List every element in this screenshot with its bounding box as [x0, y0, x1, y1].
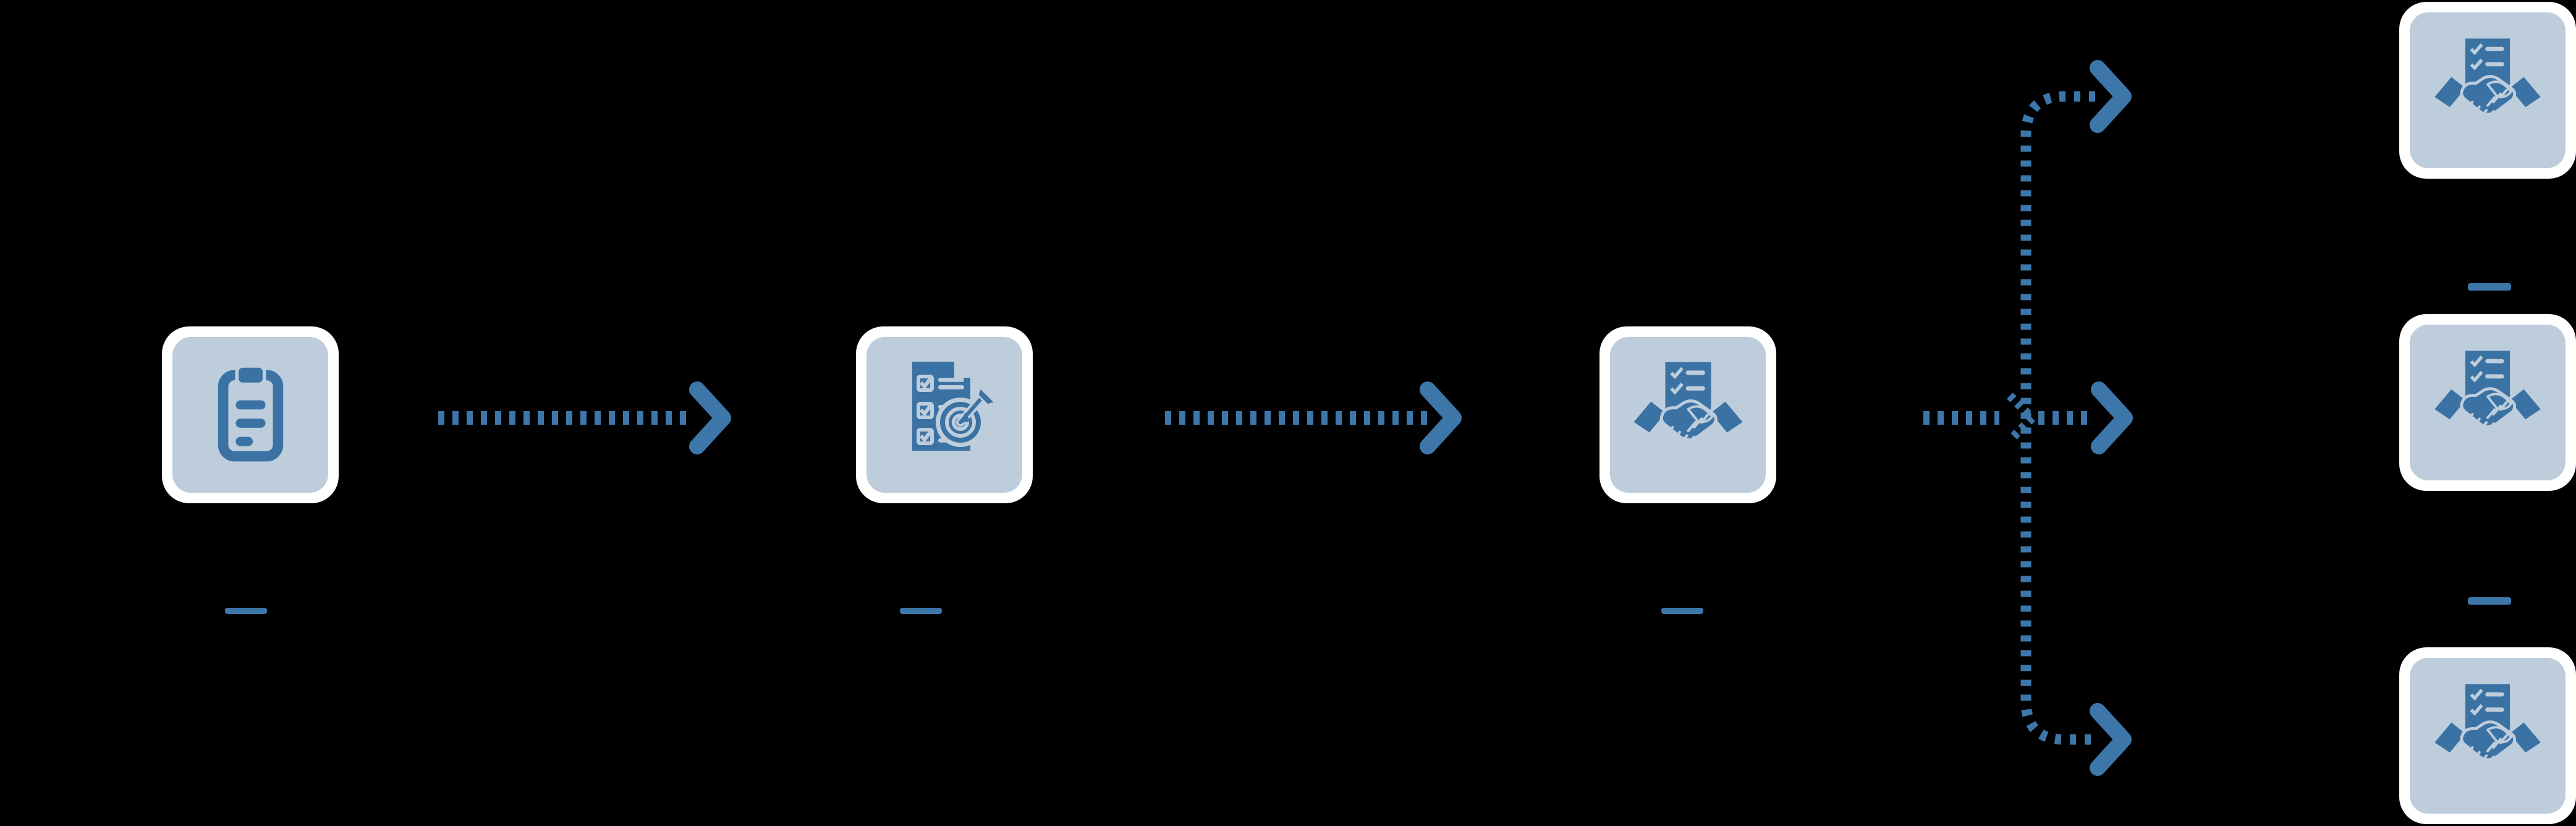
branch-outcome1-arrowhead: [2090, 60, 2132, 133]
outcome-1-card: [2399, 2, 2576, 179]
step-2-label-dash: [900, 608, 942, 614]
step-1-label-dash: [225, 608, 267, 614]
outcome-1-card-surface: [2410, 12, 2565, 168]
handshake-agreement-icon: [2429, 677, 2546, 794]
clipboard-icon: [193, 358, 308, 472]
outcome-2-card: [2399, 314, 2576, 491]
step-2-card: [856, 326, 1033, 503]
step-2-card-surface: [866, 337, 1022, 493]
outcome-1-label-dash: [2468, 283, 2511, 291]
step-3-card: [1599, 326, 1776, 503]
connector-step2-step3-arrowhead: [1420, 381, 1462, 454]
step-3-card-surface: [1610, 337, 1766, 493]
outcome-2-card-surface: [2410, 325, 2565, 480]
outcome-2-label-dash: [2468, 597, 2511, 605]
branch-spine-line: [2020, 91, 2095, 745]
handshake-agreement-icon: [2429, 344, 2546, 461]
step-1-card-surface: [172, 337, 328, 493]
outcome-3-card: [2399, 647, 2576, 824]
handshake-agreement-icon: [1628, 355, 1748, 475]
step-1-card: [162, 326, 339, 503]
outcome-3-card-surface: [2410, 658, 2565, 814]
handshake-agreement-icon: [2429, 32, 2546, 149]
branch-outcome3-arrowhead: [2090, 703, 2132, 776]
checklist-target-icon: [883, 353, 1006, 477]
connector-step1-step2-arrowhead: [689, 381, 731, 454]
branch-outcome2-arrowhead: [2091, 381, 2133, 454]
step-3-label-dash: [1661, 608, 1703, 614]
